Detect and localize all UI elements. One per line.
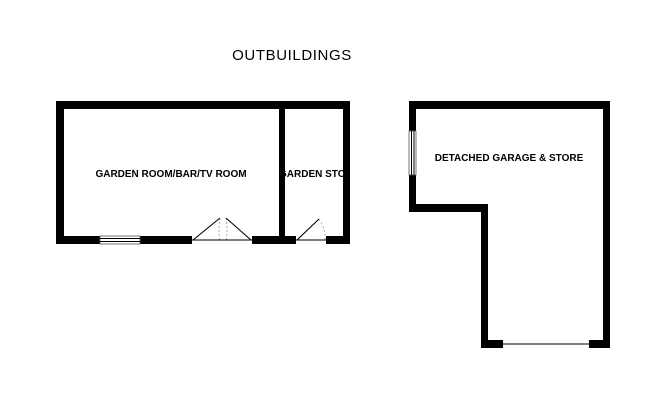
garage-wall-inner-left bbox=[481, 204, 488, 348]
room-label-garden-room: GARDEN ROOM/BAR/TV ROOM bbox=[95, 169, 246, 180]
french-doors bbox=[192, 217, 252, 241]
garage-wall-left-top bbox=[409, 101, 416, 131]
wall-left bbox=[56, 101, 64, 244]
wall-bottom-2 bbox=[140, 236, 192, 244]
window-garden-room bbox=[99, 235, 141, 245]
room-label-garden-store: GARDEN STORE bbox=[279, 169, 360, 180]
garage-building: DETACHED GARAGE & STORE bbox=[408, 101, 610, 348]
garage-wall-bottom-right bbox=[589, 340, 610, 348]
wall-bottom-3 bbox=[252, 236, 296, 244]
wall-bottom-4 bbox=[326, 236, 350, 244]
garden-building: GARDEN ROOM/BAR/TV ROOM GARDEN STORE bbox=[56, 101, 360, 245]
garage-wall-step bbox=[409, 204, 488, 212]
garage-wall-top bbox=[409, 101, 610, 109]
plan-title: OUTBUILDINGS bbox=[232, 47, 352, 64]
garage-wall-right bbox=[603, 101, 610, 348]
wall-partition bbox=[279, 101, 285, 244]
wall-bottom-1 bbox=[56, 236, 100, 244]
store-door bbox=[296, 218, 326, 241]
room-label-garage: DETACHED GARAGE & STORE bbox=[435, 153, 584, 164]
garage-wall-left-bottom bbox=[409, 175, 416, 212]
wall-right bbox=[343, 101, 350, 244]
wall-top bbox=[56, 101, 350, 109]
window-garage bbox=[408, 130, 417, 176]
garage-wall-bottom-left bbox=[481, 340, 503, 348]
